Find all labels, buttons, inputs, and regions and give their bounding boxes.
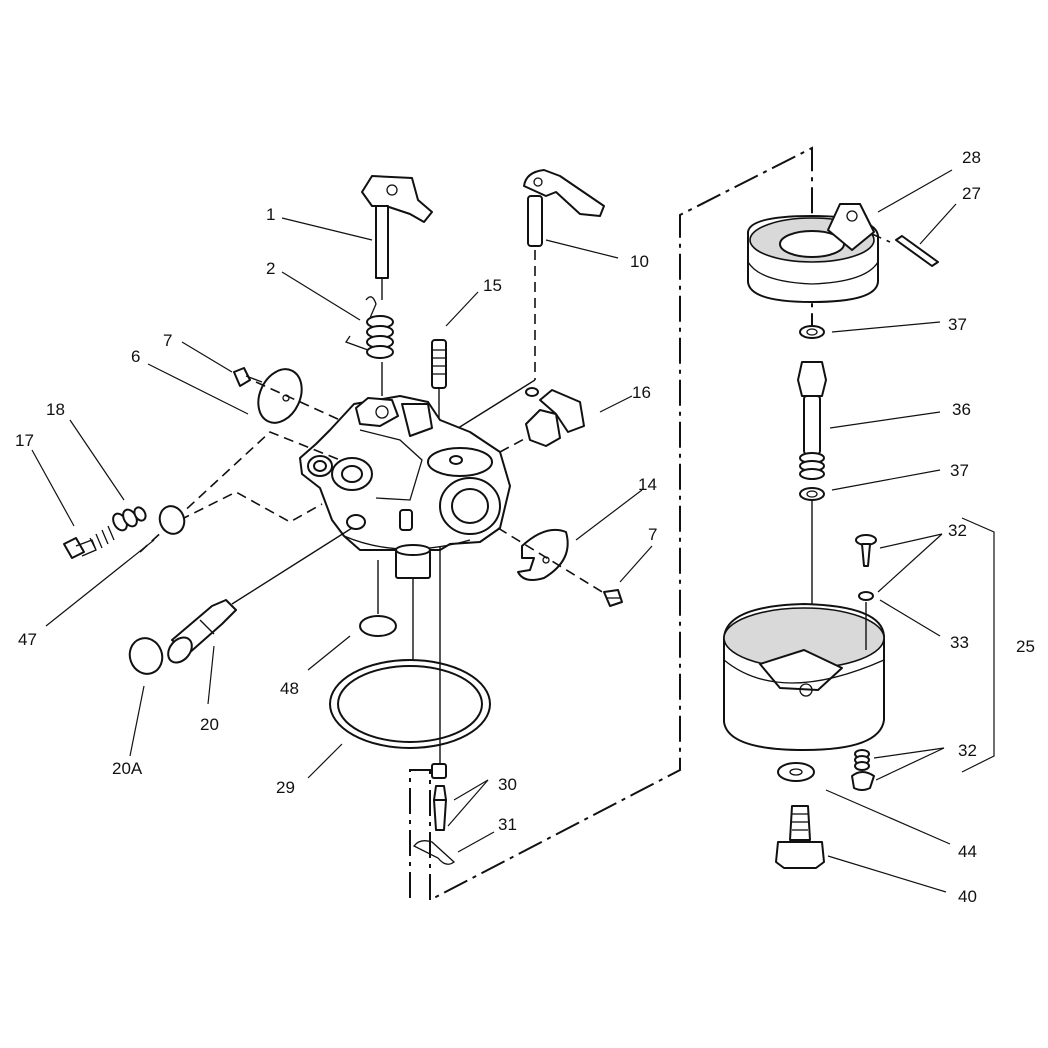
part-throttle-disc-6 <box>257 368 303 424</box>
part-washer-37-upper <box>799 325 825 339</box>
label-part-27: 27 <box>962 184 981 203</box>
label-part-15: 15 <box>483 276 502 295</box>
label-part-20: 20 <box>200 715 219 734</box>
part-valve-32-upper <box>855 534 877 567</box>
label-part-36: 36 <box>952 400 971 419</box>
part-idle-needle-15 <box>431 339 447 424</box>
leader-lines <box>31 169 957 893</box>
label-part-17: 17 <box>15 431 34 450</box>
part-main-nozzle-20 <box>167 527 353 664</box>
part-clip-31 <box>413 840 456 865</box>
part-cap-47 <box>158 505 186 535</box>
part-cup-20a <box>128 637 164 675</box>
part-seal-33 <box>858 591 874 601</box>
label-part-48: 48 <box>280 679 299 698</box>
part-float-28 <box>747 203 891 303</box>
label-part-7-upper: 7 <box>163 331 172 350</box>
label-part-32-upper: 32 <box>948 521 967 540</box>
part-throttle-spring-2 <box>345 296 394 396</box>
part-center-post-36 <box>797 361 827 480</box>
label-part-25: 25 <box>1016 637 1035 656</box>
assembly-divider-line <box>409 146 813 902</box>
part-screw-7-lower <box>603 589 623 607</box>
part-plug-48 <box>359 560 397 637</box>
label-part-44: 44 <box>958 842 977 861</box>
label-part-16: 16 <box>632 383 651 402</box>
label-part-29: 29 <box>276 778 295 797</box>
label-part-18: 18 <box>46 400 65 419</box>
part-adjusting-screw-17 <box>63 525 115 559</box>
part-fuel-inlet-16 <box>499 387 585 453</box>
part-screw-7-upper <box>233 367 263 387</box>
label-part-10: 10 <box>630 252 649 271</box>
label-part-40: 40 <box>958 887 977 906</box>
part-choke-shaft-10 <box>454 169 605 431</box>
part-spring-18 <box>112 506 147 532</box>
label-part-14: 14 <box>638 475 657 494</box>
label-part-47: 47 <box>18 630 37 649</box>
label-part-37-lower: 37 <box>950 461 969 480</box>
part-carburetor-body <box>299 395 511 712</box>
label-part-32-lower: 32 <box>958 741 977 760</box>
part-number-labels: 1 2 7 6 15 10 16 18 17 14 7 47 48 20 20A… <box>15 148 1035 906</box>
label-part-6: 6 <box>131 347 140 366</box>
label-part-30: 30 <box>498 775 517 794</box>
part-washer-44 <box>777 762 815 782</box>
part-needle-seat-30 <box>431 546 447 831</box>
part-gasket-ring-29 <box>329 659 491 749</box>
part-bowl-nut-40 <box>775 805 825 869</box>
label-part-7-lower: 7 <box>648 525 657 544</box>
label-part-1: 1 <box>266 205 275 224</box>
part-throttle-plate-1 <box>361 175 433 300</box>
part-float-pin-27 <box>895 235 939 267</box>
part-valve-32-lower <box>851 749 875 791</box>
label-part-2: 2 <box>266 259 275 278</box>
label-part-28: 28 <box>962 148 981 167</box>
label-part-33: 33 <box>950 633 969 652</box>
bracket-25 <box>961 517 995 773</box>
label-part-37-upper: 37 <box>948 315 967 334</box>
part-float-bowl <box>723 602 885 751</box>
label-part-31: 31 <box>498 815 517 834</box>
label-part-20a: 20A <box>112 759 143 778</box>
